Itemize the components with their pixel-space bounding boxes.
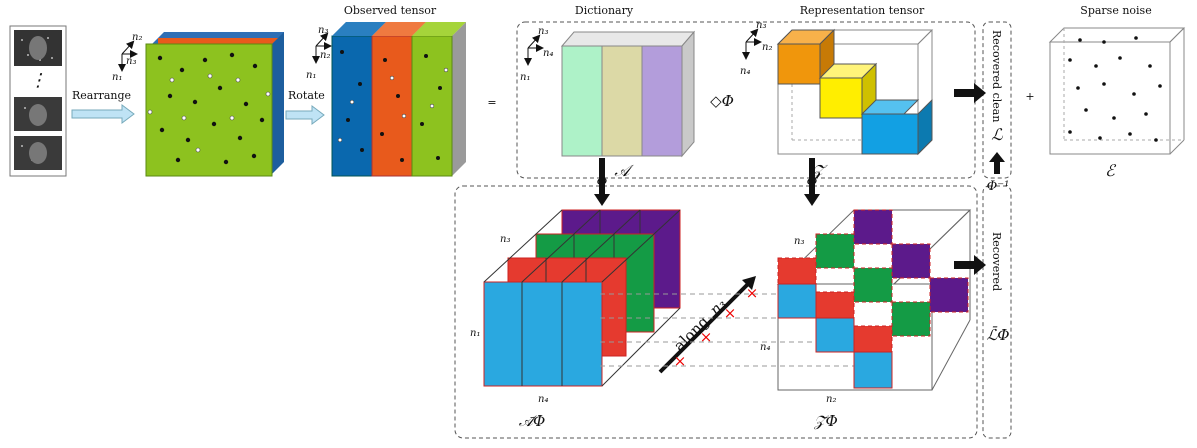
- axes-4: n₃ n₂ n₄: [740, 20, 772, 77]
- label-L: ℒ: [991, 125, 1003, 144]
- svg-text:Φ: Φ: [597, 175, 608, 190]
- label-A: 𝒜: [614, 161, 634, 180]
- Z-phi-n3: n₃: [794, 236, 804, 247]
- transformed-dashed-box: [454, 185, 978, 439]
- plus-sign: +: [1025, 90, 1034, 103]
- A-phi-n4: n₄: [538, 394, 548, 405]
- svg-text:n₃: n₃: [756, 20, 766, 31]
- recovered-label: Recovered: [990, 232, 1003, 291]
- representation-tensor-Z: [776, 28, 934, 156]
- svg-text:n₄: n₄: [740, 66, 750, 77]
- arrow-to-recovered-clean: [954, 83, 986, 103]
- red-cross-1: ×: [746, 284, 759, 302]
- dots-symbol: ⋮: [29, 70, 47, 91]
- svg-text:n₄: n₄: [543, 48, 553, 59]
- axes-3: n₃ n₄ n₁: [520, 26, 553, 83]
- dictionary-title: Dictionary: [575, 4, 634, 17]
- recovered-phi-box: [982, 185, 1012, 439]
- A-phi-n3: n₃: [500, 234, 510, 245]
- svg-text:n₁: n₁: [520, 72, 530, 83]
- red-cross-4: ×: [674, 352, 687, 370]
- svg-text:Φ⁻¹: Φ⁻¹: [987, 179, 1010, 194]
- dictionary-tensor-A: [560, 30, 696, 158]
- recovered-clean-box: [982, 21, 1012, 179]
- label-E: ℰ: [1105, 161, 1117, 180]
- svg-text:n₃: n₃: [126, 56, 136, 67]
- svg-text:n₃: n₃: [538, 26, 548, 37]
- observed-tensor: [331, 22, 466, 177]
- svg-text:n₃: n₃: [318, 25, 328, 36]
- A-phi-n1: n₁: [470, 328, 480, 339]
- label-Z: 𝒵: [811, 161, 828, 180]
- red-cross-3: ×: [700, 328, 713, 346]
- red-cross-2: ×: [724, 304, 737, 322]
- label-A-phi: 𝒜̄Φ: [519, 412, 546, 430]
- svg-text:n₂: n₂: [132, 32, 142, 43]
- Z-phi-n4: n₄: [760, 342, 770, 353]
- svg-text:n₂: n₂: [762, 42, 772, 53]
- equals-sign: =: [487, 96, 496, 109]
- svg-text:n₁: n₁: [112, 72, 122, 83]
- product-symbol: ◇Φ: [710, 92, 734, 110]
- svg-text:Φ: Φ: [807, 175, 818, 190]
- rearrange-arrow: Rearrange: [71, 89, 135, 124]
- phi-inverse-arrow: Φ⁻¹: [987, 152, 1010, 194]
- sparse-noise-title: Sparse noise: [1080, 4, 1151, 17]
- axes-2: n₃ n₂ n₁: [306, 25, 332, 81]
- sparse-noise-tensor: [1048, 27, 1186, 155]
- phi-arrow-Z: Φ: [804, 158, 820, 206]
- axes-1: n₂ n₃ n₁: [112, 32, 142, 83]
- input-images: ⋮: [9, 25, 67, 177]
- svg-text:n₁: n₁: [306, 70, 316, 81]
- svg-text:n₂: n₂: [320, 50, 330, 61]
- representation-title: Representation tensor: [800, 4, 925, 17]
- rearranged-tensor: [145, 32, 284, 177]
- A-phi-tensor: [483, 209, 681, 387]
- label-L-phi: ℒ̄Φ: [986, 325, 1009, 344]
- arrow-to-recovered-phi: [954, 255, 986, 275]
- Z-phi-tensor: [776, 209, 972, 391]
- label-Z-phi: 𝒵̄Φ: [813, 412, 838, 430]
- phi-arrow-A: Φ: [594, 158, 610, 206]
- dictionary-dashed-box: [516, 21, 976, 179]
- observed-title: Observed tensor: [344, 4, 437, 17]
- rotate-arrow: Rotate: [285, 89, 325, 125]
- rotate-label: Rotate: [288, 89, 325, 102]
- Z-phi-n2: n₂: [826, 394, 836, 405]
- recovered-clean-label: Recovered clean: [990, 30, 1003, 122]
- rearrange-label: Rearrange: [72, 89, 131, 102]
